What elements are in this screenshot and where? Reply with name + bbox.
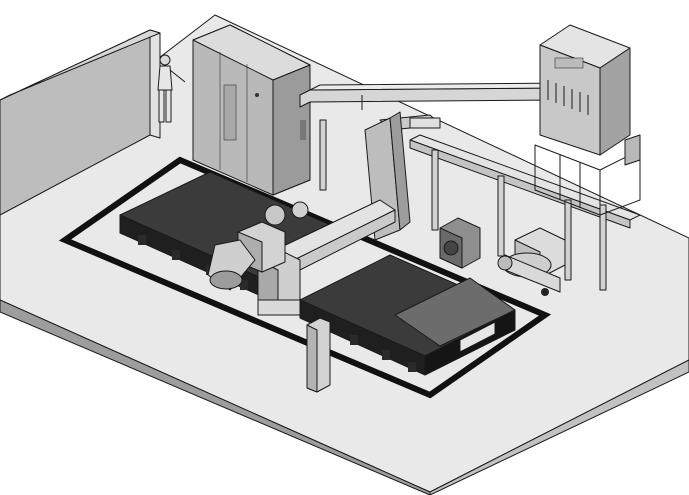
perimeter-wall: [0, 29, 161, 216]
filter-tubes: [547, 80, 589, 115]
wall-inner: [0, 29, 161, 101]
operator-head: [159, 54, 171, 66]
cutting-gantry: [207, 199, 396, 316]
floor-front-edge: [0, 299, 431, 495]
cutting-table-right: [299, 254, 516, 376]
support-frame: [319, 119, 641, 291]
support-pillar: [306, 317, 331, 393]
floor-right-edge: [429, 359, 689, 495]
air-compressor: [497, 227, 566, 296]
floor-slab: [0, 14, 689, 495]
operator-figure: [157, 54, 186, 123]
floor-top: [0, 14, 689, 493]
chiller-unit: [439, 217, 481, 269]
dust-collector: [534, 24, 641, 216]
